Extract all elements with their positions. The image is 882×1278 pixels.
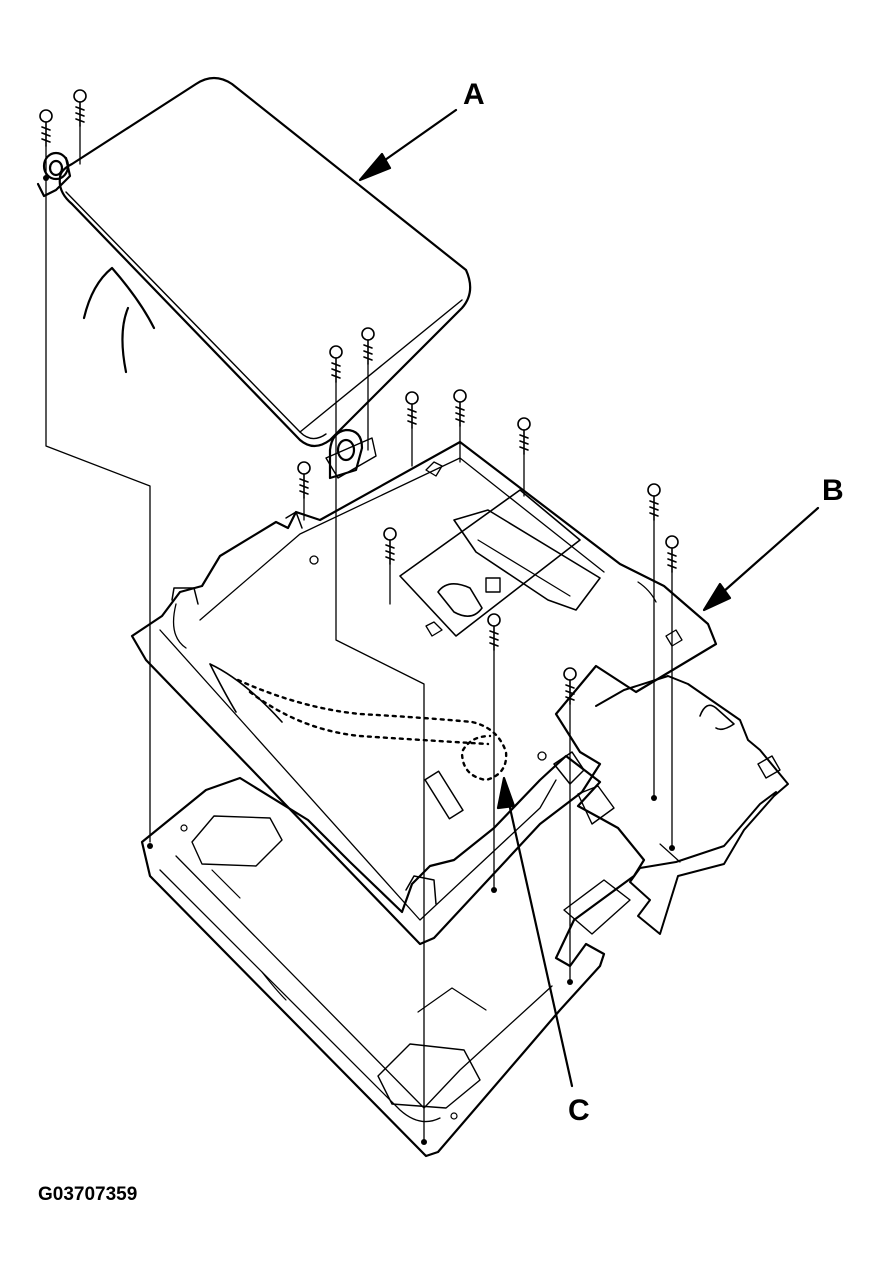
hidden-routing-c <box>236 678 508 782</box>
screw-6 <box>453 389 467 427</box>
callout-label-b: B <box>822 474 844 507</box>
screw-3 <box>361 327 375 365</box>
right-bracket <box>595 675 789 935</box>
lid-part-a <box>36 76 472 480</box>
leader-b <box>702 506 820 612</box>
screw-10 <box>665 535 679 573</box>
leader-c <box>496 776 574 1088</box>
lower-housing <box>140 754 646 1158</box>
screw-1 <box>39 109 53 147</box>
screw-2 <box>73 89 87 127</box>
tray-part-b <box>130 440 718 946</box>
alignment-lines <box>45 125 673 1141</box>
figure-code: G03707359 <box>38 1184 138 1205</box>
screw-11 <box>383 527 397 565</box>
screws <box>39 89 679 705</box>
callout-label-a: A <box>463 78 485 111</box>
screw-9 <box>647 483 661 521</box>
screw-4 <box>329 345 343 383</box>
hole-markers <box>43 175 675 1145</box>
screw-13 <box>563 667 577 705</box>
callout-label-c: C <box>568 1094 590 1127</box>
screw-12 <box>487 613 501 651</box>
screw-8 <box>297 461 311 499</box>
screw-7 <box>517 417 531 455</box>
screw-5 <box>405 391 419 429</box>
leader-a <box>358 108 458 182</box>
